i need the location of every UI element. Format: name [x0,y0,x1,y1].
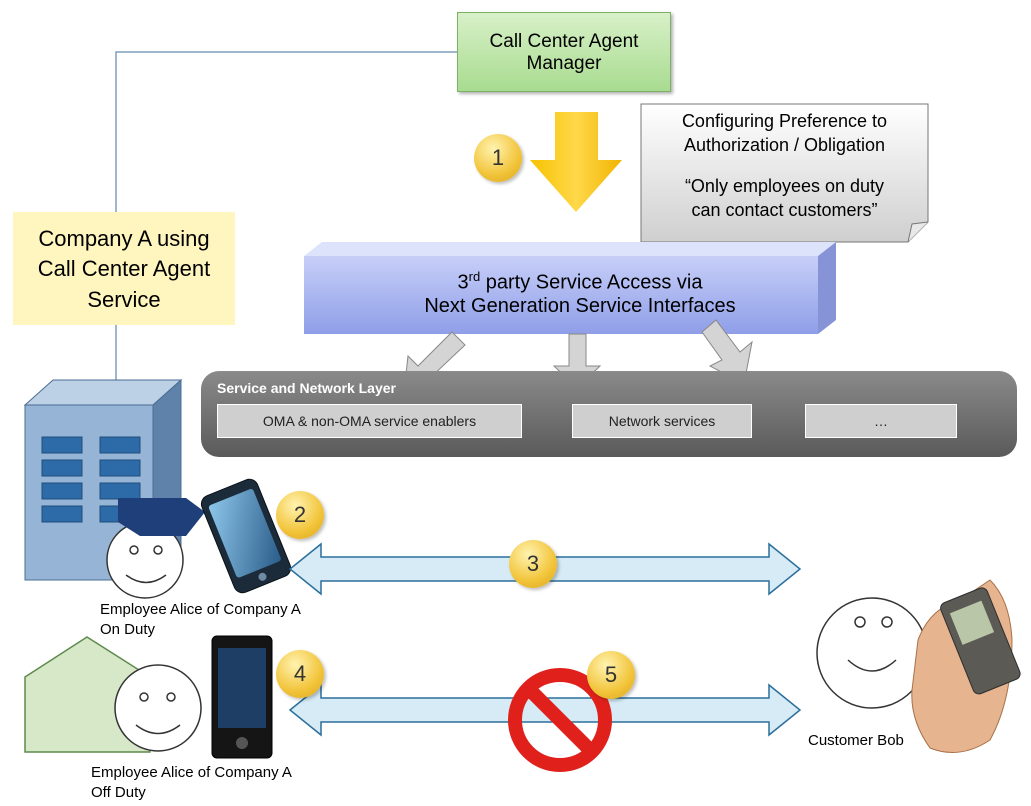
ng-line1-sup: rd [468,269,481,284]
ng-line1-rest: party Service Access via [480,271,703,294]
call-center-agent-manager: Call Center Agent Manager [457,12,671,92]
step-badge-5: 5 [587,651,635,699]
step-badge-2: 2 [276,491,324,539]
configure-arrow [530,112,622,212]
alice-on-line-1: Employee Alice of Company A [100,601,301,618]
company-a-label: Company A using Call Center Agent Servic… [13,212,235,325]
layer-title: Service and Network Layer [217,380,396,396]
note-line-3: “Only employees on duty [684,176,885,196]
customer-phone [911,579,1021,753]
alice-on-duty-face [106,498,205,599]
interface-arrow-right [701,319,753,385]
note-line-4: can contact customers” [691,200,878,220]
company-label-line-2: Call Center Agent [37,256,211,282]
enabler-oma: OMA & non-OMA service enablers [217,404,522,438]
customer-bob-face [816,597,928,709]
note-line-1: Configuring Preference to [681,111,888,131]
ng-interface-label: 3rd party Service Access via Next Genera… [300,269,860,318]
ng-line1-prefix: 3 [457,271,469,294]
enabler-more: … [805,404,957,438]
ng-interface-bar [304,242,836,334]
alice-off-duty-phone [211,635,273,759]
enabler-network-services: Network services [572,404,752,438]
alice-on-duty-phone [200,478,292,594]
prohibited-icon [508,668,612,772]
company-label-line-3: Service [87,286,161,312]
alice-off-line-1: Employee Alice of Company A [91,764,292,781]
manager-label: Call Center Agent Manager [489,31,639,74]
step-badge-1: 1 [474,134,522,182]
ng-line2: Next Generation Service Interfaces [424,294,736,317]
step-badge-3: 3 [509,540,557,588]
alice-off-duty-face [114,664,202,752]
alice-on-duty-caption: Employee Alice of Company A On Duty [100,600,301,641]
customer-bob-caption: Customer Bob [808,732,904,749]
company-label-line-1: Company A using [38,226,210,251]
preference-note [640,103,929,243]
alice-off-duty-caption: Employee Alice of Company A Off Duty [91,763,292,804]
alice-on-line-2: On Duty [100,621,156,639]
step-badge-4: 4 [276,650,324,698]
alice-off-line-2: Off Duty [91,784,146,802]
note-line-2: Authorization / Obligation [683,135,886,155]
company-label-text: Company A using Call Center Agent Servic… [13,224,235,315]
